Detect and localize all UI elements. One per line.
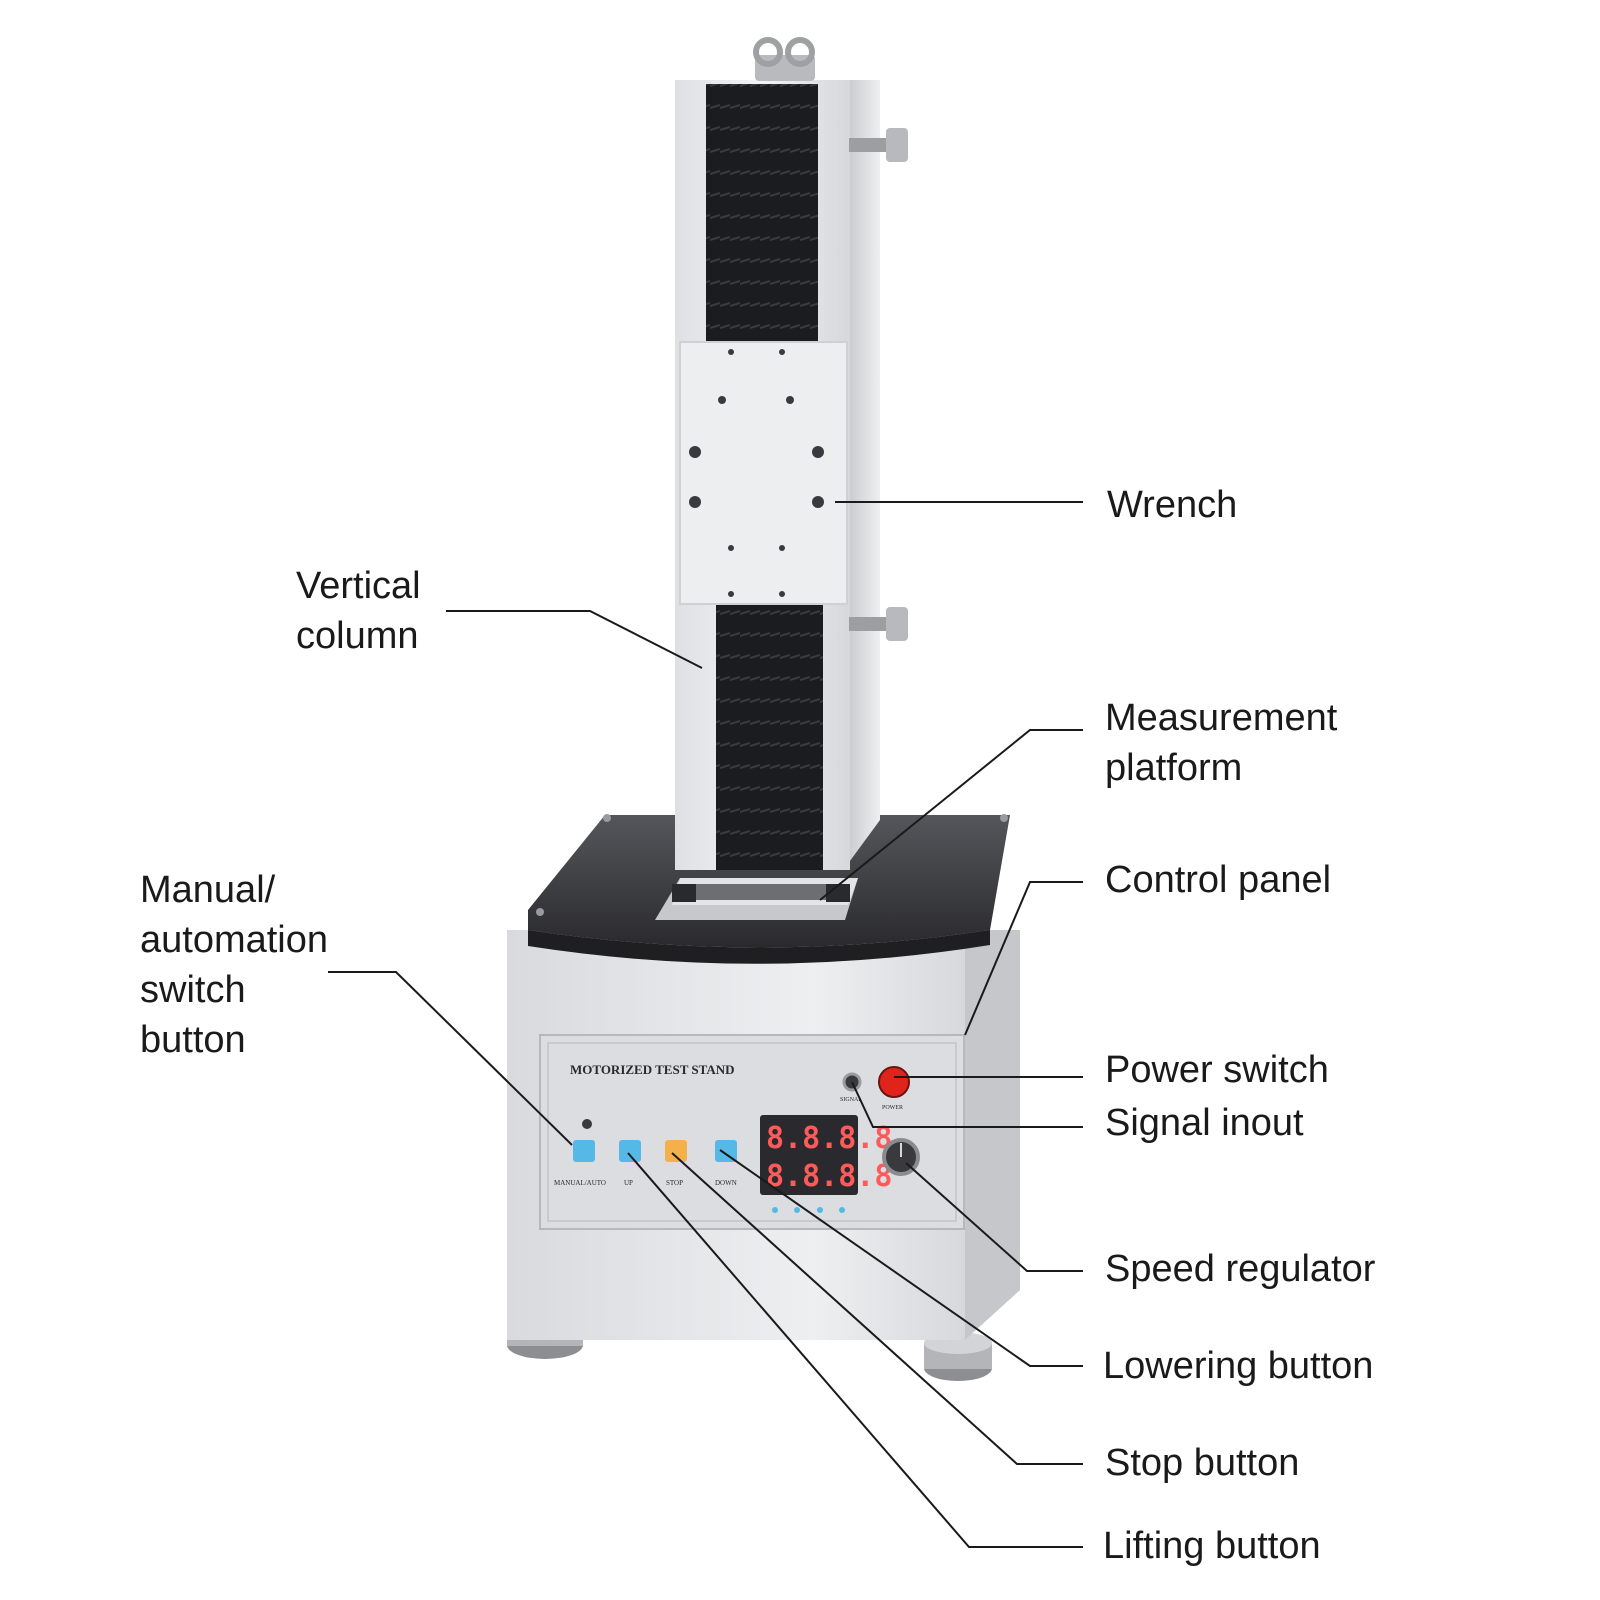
stop-caption: STOP [666,1179,683,1187]
label-wrench: Wrench [1107,484,1237,526]
label-lowering-button: Lowering button [1103,1345,1373,1387]
top-fitting [753,37,815,81]
panel-title: MOTORIZED TEST STAND [570,1062,734,1077]
platform-clamp [655,878,858,920]
label-manual-switch-line4: button [140,1019,246,1061]
leader-lifting-button [627,1152,1083,1548]
display-row-1: 8.8.8.8 [766,1121,892,1156]
down-button[interactable] [715,1140,737,1162]
label-speed-regulator: Speed regulator [1105,1248,1376,1290]
control-panel: MOTORIZED TEST STAND MANUAL/AUTO UP STOP… [539,1034,965,1230]
stop-button[interactable] [665,1140,687,1162]
leader-signal-input [851,1081,1083,1128]
manual-auto-caption: MANUAL/AUTO [554,1179,606,1187]
label-vertical-column-line1: Vertical [296,565,421,607]
wrench-knobs [849,128,908,641]
callout-labels: Wrench Vertical column Measurement platf… [140,484,1376,1567]
up-caption: UP [624,1179,633,1187]
display-row-2: 8.8.8.8 [766,1159,892,1194]
test-stand-illustration: MOTORIZED TEST STAND MANUAL/AUTO UP STOP… [507,37,1020,1381]
leader-speed-regulator [905,1162,1083,1272]
leader-measurement-platform [819,729,1083,901]
leader-lowering-button [719,1149,1083,1367]
leader-vertical-column [446,610,703,669]
power-switch[interactable] [878,1066,910,1098]
label-control-panel: Control panel [1105,859,1331,901]
leader-control-panel [964,881,1083,1036]
label-manual-switch-line2: automation [140,919,328,961]
column-side-face [847,80,880,865]
leader-manual-switch [328,971,573,1146]
label-measurement-platform-line2: platform [1105,747,1242,789]
manual-auto-button[interactable] [573,1140,595,1162]
digital-display [760,1115,858,1195]
up-button[interactable] [619,1140,641,1162]
label-power-switch: Power switch [1105,1049,1329,1091]
leader-stop-button [671,1152,1083,1465]
label-lifting-button: Lifting button [1103,1525,1321,1567]
label-vertical-column-line2: column [296,615,419,657]
carriage-plate [679,341,848,605]
power-caption: POWER [882,1105,903,1111]
leader-lines [328,501,1083,1548]
down-caption: DOWN [715,1179,737,1187]
label-stop-button: Stop button [1105,1442,1299,1484]
label-manual-switch-line3: switch [140,969,246,1011]
indicator-leds [772,1207,845,1213]
label-signal-input: Signal inout [1105,1102,1304,1144]
signal-caption: SIGNAL [840,1097,862,1103]
label-manual-switch-line1: Manual/ [140,869,276,911]
label-measurement-platform-line1: Measurement [1105,697,1338,739]
